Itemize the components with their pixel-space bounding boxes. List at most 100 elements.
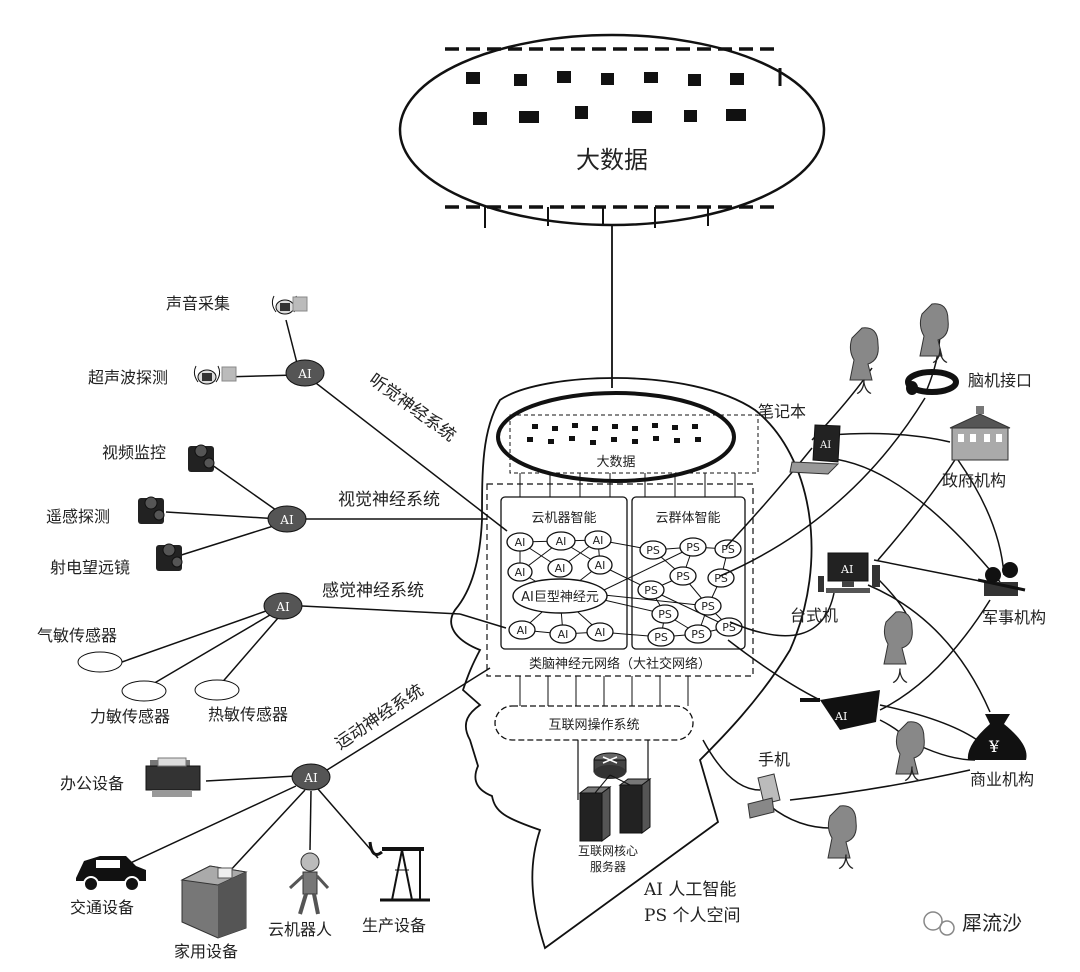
gas-sensor-node: [77, 651, 123, 673]
transport-equipment-label: 交通设备: [70, 898, 134, 917]
sensory-nerve-label: 感觉神经系统: [322, 581, 424, 601]
cloud-machine-label: 云机器智能: [531, 511, 596, 526]
svg-text:AI: AI: [517, 624, 528, 637]
robot-icon: [288, 852, 330, 915]
person-label-4: 人: [904, 765, 920, 784]
ps-node: PS: [714, 539, 742, 559]
person-label-3: 人: [892, 667, 908, 686]
big-data-title: 大数据: [576, 146, 648, 174]
ai-hub-motor: [291, 763, 331, 791]
ai-node: AI: [506, 532, 534, 552]
vr-glasses-icon: AI: [800, 690, 880, 730]
ps-node: PS: [651, 604, 679, 624]
government-label: 政府机构: [942, 471, 1006, 490]
core-server-label-1: 互联网核心: [578, 844, 638, 858]
mobile-phone-icon: [747, 773, 781, 819]
heat-sensor-label: 热敏传感器: [208, 705, 288, 724]
head-big-data-label: 大数据: [596, 455, 635, 470]
person-icon: [827, 805, 857, 859]
ps-node: PS: [637, 580, 665, 600]
svg-text:AI: AI: [303, 771, 318, 785]
ai-node: AI: [587, 555, 613, 575]
svg-text:AI: AI: [515, 566, 526, 579]
appliance-icon: [180, 865, 248, 939]
person-label-5: 人: [838, 853, 854, 872]
ai-hub-sensory: [263, 592, 303, 620]
vision-nerve-label: 视觉神经系统: [338, 490, 440, 510]
ps-node: PS: [647, 627, 675, 647]
ps-node: PS: [669, 566, 697, 586]
neural-network-box: 云机器智能 云群体智能 类脑神经元网络（大社交网络）: [486, 473, 754, 677]
svg-text:AI: AI: [515, 536, 526, 549]
vision-system: AI 视觉神经系统 视频监控 遥感探测 射电望远镜: [46, 443, 487, 577]
ai-node: AI: [507, 562, 533, 582]
ps-nodes: PS PS PS PS PS PS PS PS PS PS PS: [637, 537, 743, 647]
person-icon: [895, 721, 925, 775]
svg-text:PS: PS: [646, 544, 660, 557]
gas-sensor-label: 气敏传感器: [37, 626, 117, 645]
heat-sensor-node: [194, 679, 240, 701]
svg-text:¥: ¥: [988, 737, 1000, 756]
ai-node: AI: [586, 622, 614, 642]
svg-text:AI: AI: [593, 534, 604, 547]
force-sensor-node: [121, 680, 167, 702]
home-equipment-label: 家用设备: [174, 942, 238, 961]
watermark-text: 犀流沙: [962, 911, 1022, 935]
svg-text:AI: AI: [555, 562, 566, 575]
hearing-system: AI 听觉神经系统 声音采集 超声波探测: [88, 294, 508, 532]
svg-text:PS: PS: [644, 584, 658, 597]
bci-headset-icon: [905, 369, 959, 395]
remote-sensing-label: 遥感探测: [46, 507, 110, 526]
camera-icon: [138, 496, 165, 524]
ps-node: PS: [715, 617, 743, 637]
big-data-cloud: 大数据: [398, 33, 826, 228]
svg-text:AI: AI: [840, 563, 853, 576]
ai-node: AI: [584, 530, 612, 550]
person-label-2: 人: [932, 347, 948, 366]
laptop-icon: AI: [789, 424, 841, 475]
ps-node: PS: [639, 540, 667, 560]
ai-hub-hearing: [285, 359, 325, 387]
core-server-label-2: 服务器: [590, 859, 626, 874]
legend-ai: AI 人工智能: [643, 880, 736, 900]
ai-node: AI: [549, 624, 577, 644]
ai-node: AI: [546, 531, 576, 551]
cloud-robot-label: 云机器人: [268, 920, 332, 939]
svg-text:PS: PS: [676, 570, 690, 583]
person-label-1: 人: [856, 378, 872, 397]
telescope-camera-icon: [156, 543, 183, 571]
svg-text:AI: AI: [297, 367, 312, 381]
svg-text:PS: PS: [654, 631, 668, 644]
ai-node: AI: [547, 558, 573, 578]
person-icon: [883, 611, 913, 665]
military-icon: [977, 562, 1026, 596]
sensory-system: AI 感觉神经系统 气敏传感器 力敏传感器 热敏传感器: [37, 581, 507, 726]
svg-text:AI: AI: [595, 559, 606, 572]
government-building-icon: [949, 406, 1011, 461]
svg-text:PS: PS: [714, 572, 728, 585]
neural-network-label: 类脑神经元网络（大社交网络）: [529, 656, 711, 672]
hearing-nerve-label: 听觉神经系统: [365, 370, 459, 446]
head-outline: [450, 377, 813, 950]
video-camera-icon: [188, 444, 215, 472]
legend: AI 人工智能 PS 个人空间: [643, 880, 741, 926]
ps-node: PS: [679, 537, 707, 557]
bci-label: 脑机接口: [968, 371, 1032, 390]
laptop-label: 笔记本: [758, 402, 806, 421]
internet-os: 互联网操作系统: [494, 676, 694, 800]
ai-node: AI: [508, 620, 536, 640]
motor-nerve-label: 运动神经系统: [332, 681, 428, 755]
money-bag-icon: ¥: [967, 714, 1027, 760]
ai-giant-neuron: AI巨型神经元: [512, 578, 608, 614]
svg-text:PS: PS: [701, 600, 715, 613]
car-icon: [76, 856, 146, 892]
svg-text:AI: AI: [556, 535, 567, 548]
production-equipment-label: 生产设备: [362, 916, 426, 935]
ps-node: PS: [694, 596, 722, 616]
watermark: 犀流沙: [923, 911, 1022, 936]
ultrasonic-label: 超声波探测: [88, 368, 168, 387]
svg-text:AI: AI: [279, 513, 294, 527]
office-equipment-label: 办公设备: [60, 774, 124, 793]
svg-text:PS: PS: [658, 608, 672, 621]
ps-node: PS: [684, 624, 712, 644]
